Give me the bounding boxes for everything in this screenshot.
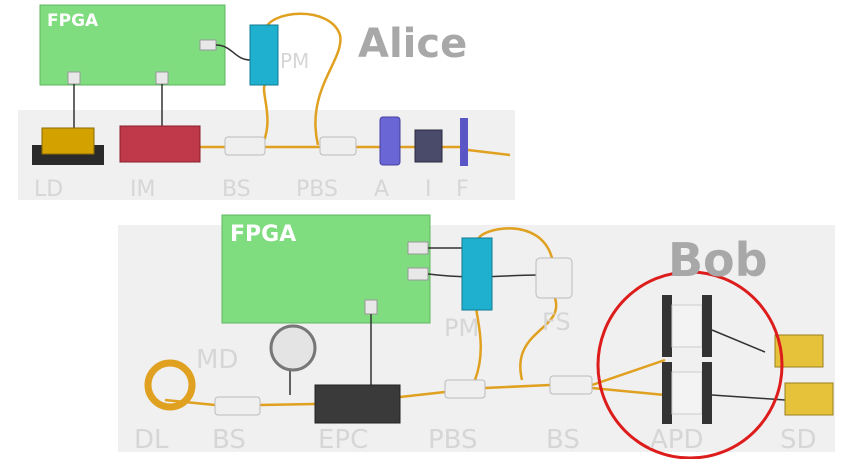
bob-sd-wire-1 xyxy=(711,329,766,353)
alice-fpga-port-2 xyxy=(67,71,81,85)
bob-md xyxy=(269,324,317,372)
bob-bs1 xyxy=(214,396,261,416)
bob-fiber-main xyxy=(164,358,666,407)
alice-label-a: A xyxy=(374,177,389,202)
alice-fpga-port-3 xyxy=(155,71,169,85)
bob-pm xyxy=(461,237,493,311)
bob-label-md: MD xyxy=(196,345,238,375)
bob-label-sd: SD xyxy=(780,425,817,455)
bob-label-epc: EPC xyxy=(318,425,368,455)
alice-fpga-label: FPGA xyxy=(47,11,99,31)
bob-fiber-fs-loop xyxy=(519,297,558,381)
bob-label-dl: DL xyxy=(134,425,169,455)
alice-wire-pm xyxy=(215,44,251,61)
bob-delay-line xyxy=(144,359,196,411)
alice-label-f: F xyxy=(456,177,469,202)
bob-apd-highlight-circle xyxy=(596,270,784,459)
bob-bs2 xyxy=(549,375,593,395)
bob-fpga-board xyxy=(221,214,431,324)
bob-label-pm: PM xyxy=(444,314,479,342)
alice-attenuator xyxy=(379,116,401,166)
bob-label-bs2: BS xyxy=(546,425,580,455)
bob-panel: FPGA xyxy=(118,214,835,459)
alice-label-bs: BS xyxy=(222,177,251,202)
bob-label-apd: APD xyxy=(650,425,704,455)
bob-fpga-label: FPGA xyxy=(230,222,296,247)
bob-label-bs1: BS xyxy=(212,425,246,455)
alice-label-i: I xyxy=(425,177,432,202)
alice-label-ld: LD xyxy=(34,177,63,202)
bob-apd-1 xyxy=(662,295,712,357)
alice-label-im: IM xyxy=(130,177,155,202)
alice-bs xyxy=(224,136,266,156)
bob-sd-wire-2 xyxy=(711,394,786,401)
alice-label-pbs: PBS xyxy=(296,177,338,202)
bob-pbs xyxy=(444,379,486,399)
alice-panel: FPGA Alice PM LD IM BS PBS A xyxy=(18,4,515,202)
bob-label-pbs: PBS xyxy=(428,425,478,455)
bob-fpga-port-1 xyxy=(407,241,429,255)
bob-fiber-apd2 xyxy=(591,386,666,397)
alice-ld xyxy=(41,127,95,155)
alice-im xyxy=(119,125,201,163)
alice-title: Alice xyxy=(358,21,467,67)
bob-title: Bob xyxy=(668,233,768,287)
alice-pbs xyxy=(319,136,357,156)
bob-label-fs: FS xyxy=(542,308,571,336)
bob-apd-2 xyxy=(662,362,712,424)
alice-label-pm: PM xyxy=(280,49,309,73)
bob-fpga-port-2 xyxy=(407,267,429,281)
bob-fs xyxy=(535,257,573,299)
bob-sd-2 xyxy=(784,382,834,416)
alice-filter xyxy=(460,118,468,166)
bob-epc xyxy=(314,384,401,424)
bob-fpga-port-3 xyxy=(364,299,378,315)
alice-isolator xyxy=(414,129,443,163)
alice-pm xyxy=(249,24,279,86)
alice-fiber-main xyxy=(200,145,511,157)
alice-fpga-port-1 xyxy=(199,39,217,51)
